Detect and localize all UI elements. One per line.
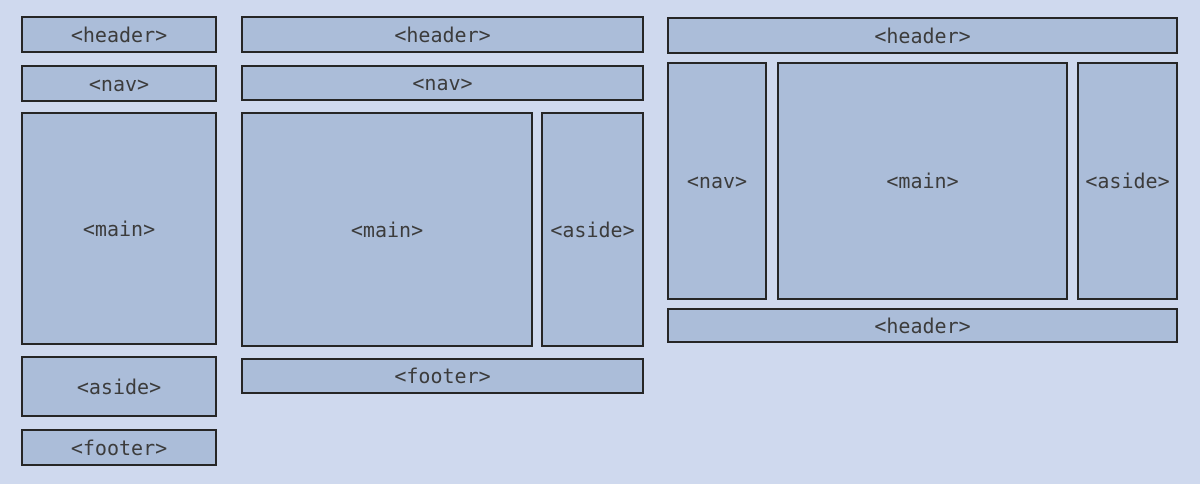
layout1-nav-box: <nav>: [21, 65, 217, 102]
layout1-main-box: <main>: [21, 112, 217, 345]
layout3-bottom-header-box: <header>: [667, 308, 1178, 343]
layout1-footer-label: <footer>: [70, 435, 168, 460]
layout2-aside-box: <aside>: [541, 112, 644, 347]
layout1-aside-label: <aside>: [76, 374, 162, 399]
layout1-header-box: <header>: [21, 16, 217, 53]
layout3-aside-box: <aside>: [1077, 62, 1178, 300]
layout2-header-box: <header>: [241, 16, 644, 53]
layout3-main-label: <main>: [886, 169, 959, 193]
layout2-main-box: <main>: [241, 112, 533, 347]
layout1-main-label: <main>: [82, 216, 156, 241]
layout1-nav-label: <nav>: [88, 71, 150, 96]
layout2-nav-label: <nav>: [412, 71, 473, 95]
layout3-bottom-header-label: <header>: [874, 313, 971, 338]
layout2-aside-label: <aside>: [550, 217, 635, 242]
layout3-nav-label: <nav>: [686, 169, 748, 193]
layout1-footer-box: <footer>: [21, 429, 217, 466]
layout3-main-box: <main>: [777, 62, 1068, 300]
layout2-nav-box: <nav>: [241, 65, 644, 101]
layout3-nav-box: <nav>: [667, 62, 767, 300]
layout2-footer-label: <footer>: [394, 364, 491, 388]
layout3-header-label: <header>: [874, 23, 971, 48]
layout3-header-box: <header>: [667, 17, 1178, 54]
layout2-header-label: <header>: [394, 22, 491, 47]
layout1-aside-box: <aside>: [21, 356, 217, 417]
layout2-main-label: <main>: [350, 217, 424, 242]
layout1-header-label: <header>: [70, 22, 168, 47]
layout3-aside-label: <aside>: [1085, 169, 1170, 193]
layout2-footer-box: <footer>: [241, 358, 644, 394]
